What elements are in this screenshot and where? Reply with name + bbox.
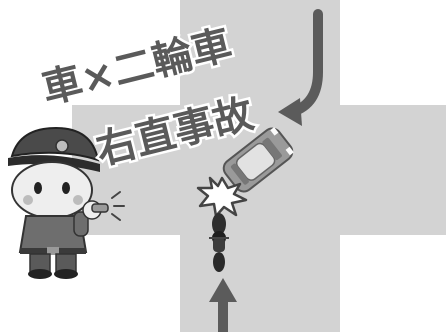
officer-face	[11, 161, 93, 219]
police-officer-illustration	[8, 126, 125, 279]
cap-badge-icon	[55, 139, 69, 153]
police-cap	[10, 126, 100, 162]
whistle-icon	[91, 203, 109, 213]
straight-arrow	[209, 278, 237, 332]
right-turn-arrow	[278, 9, 323, 126]
car-icon	[222, 127, 294, 193]
motorcycle-icon	[209, 213, 229, 272]
